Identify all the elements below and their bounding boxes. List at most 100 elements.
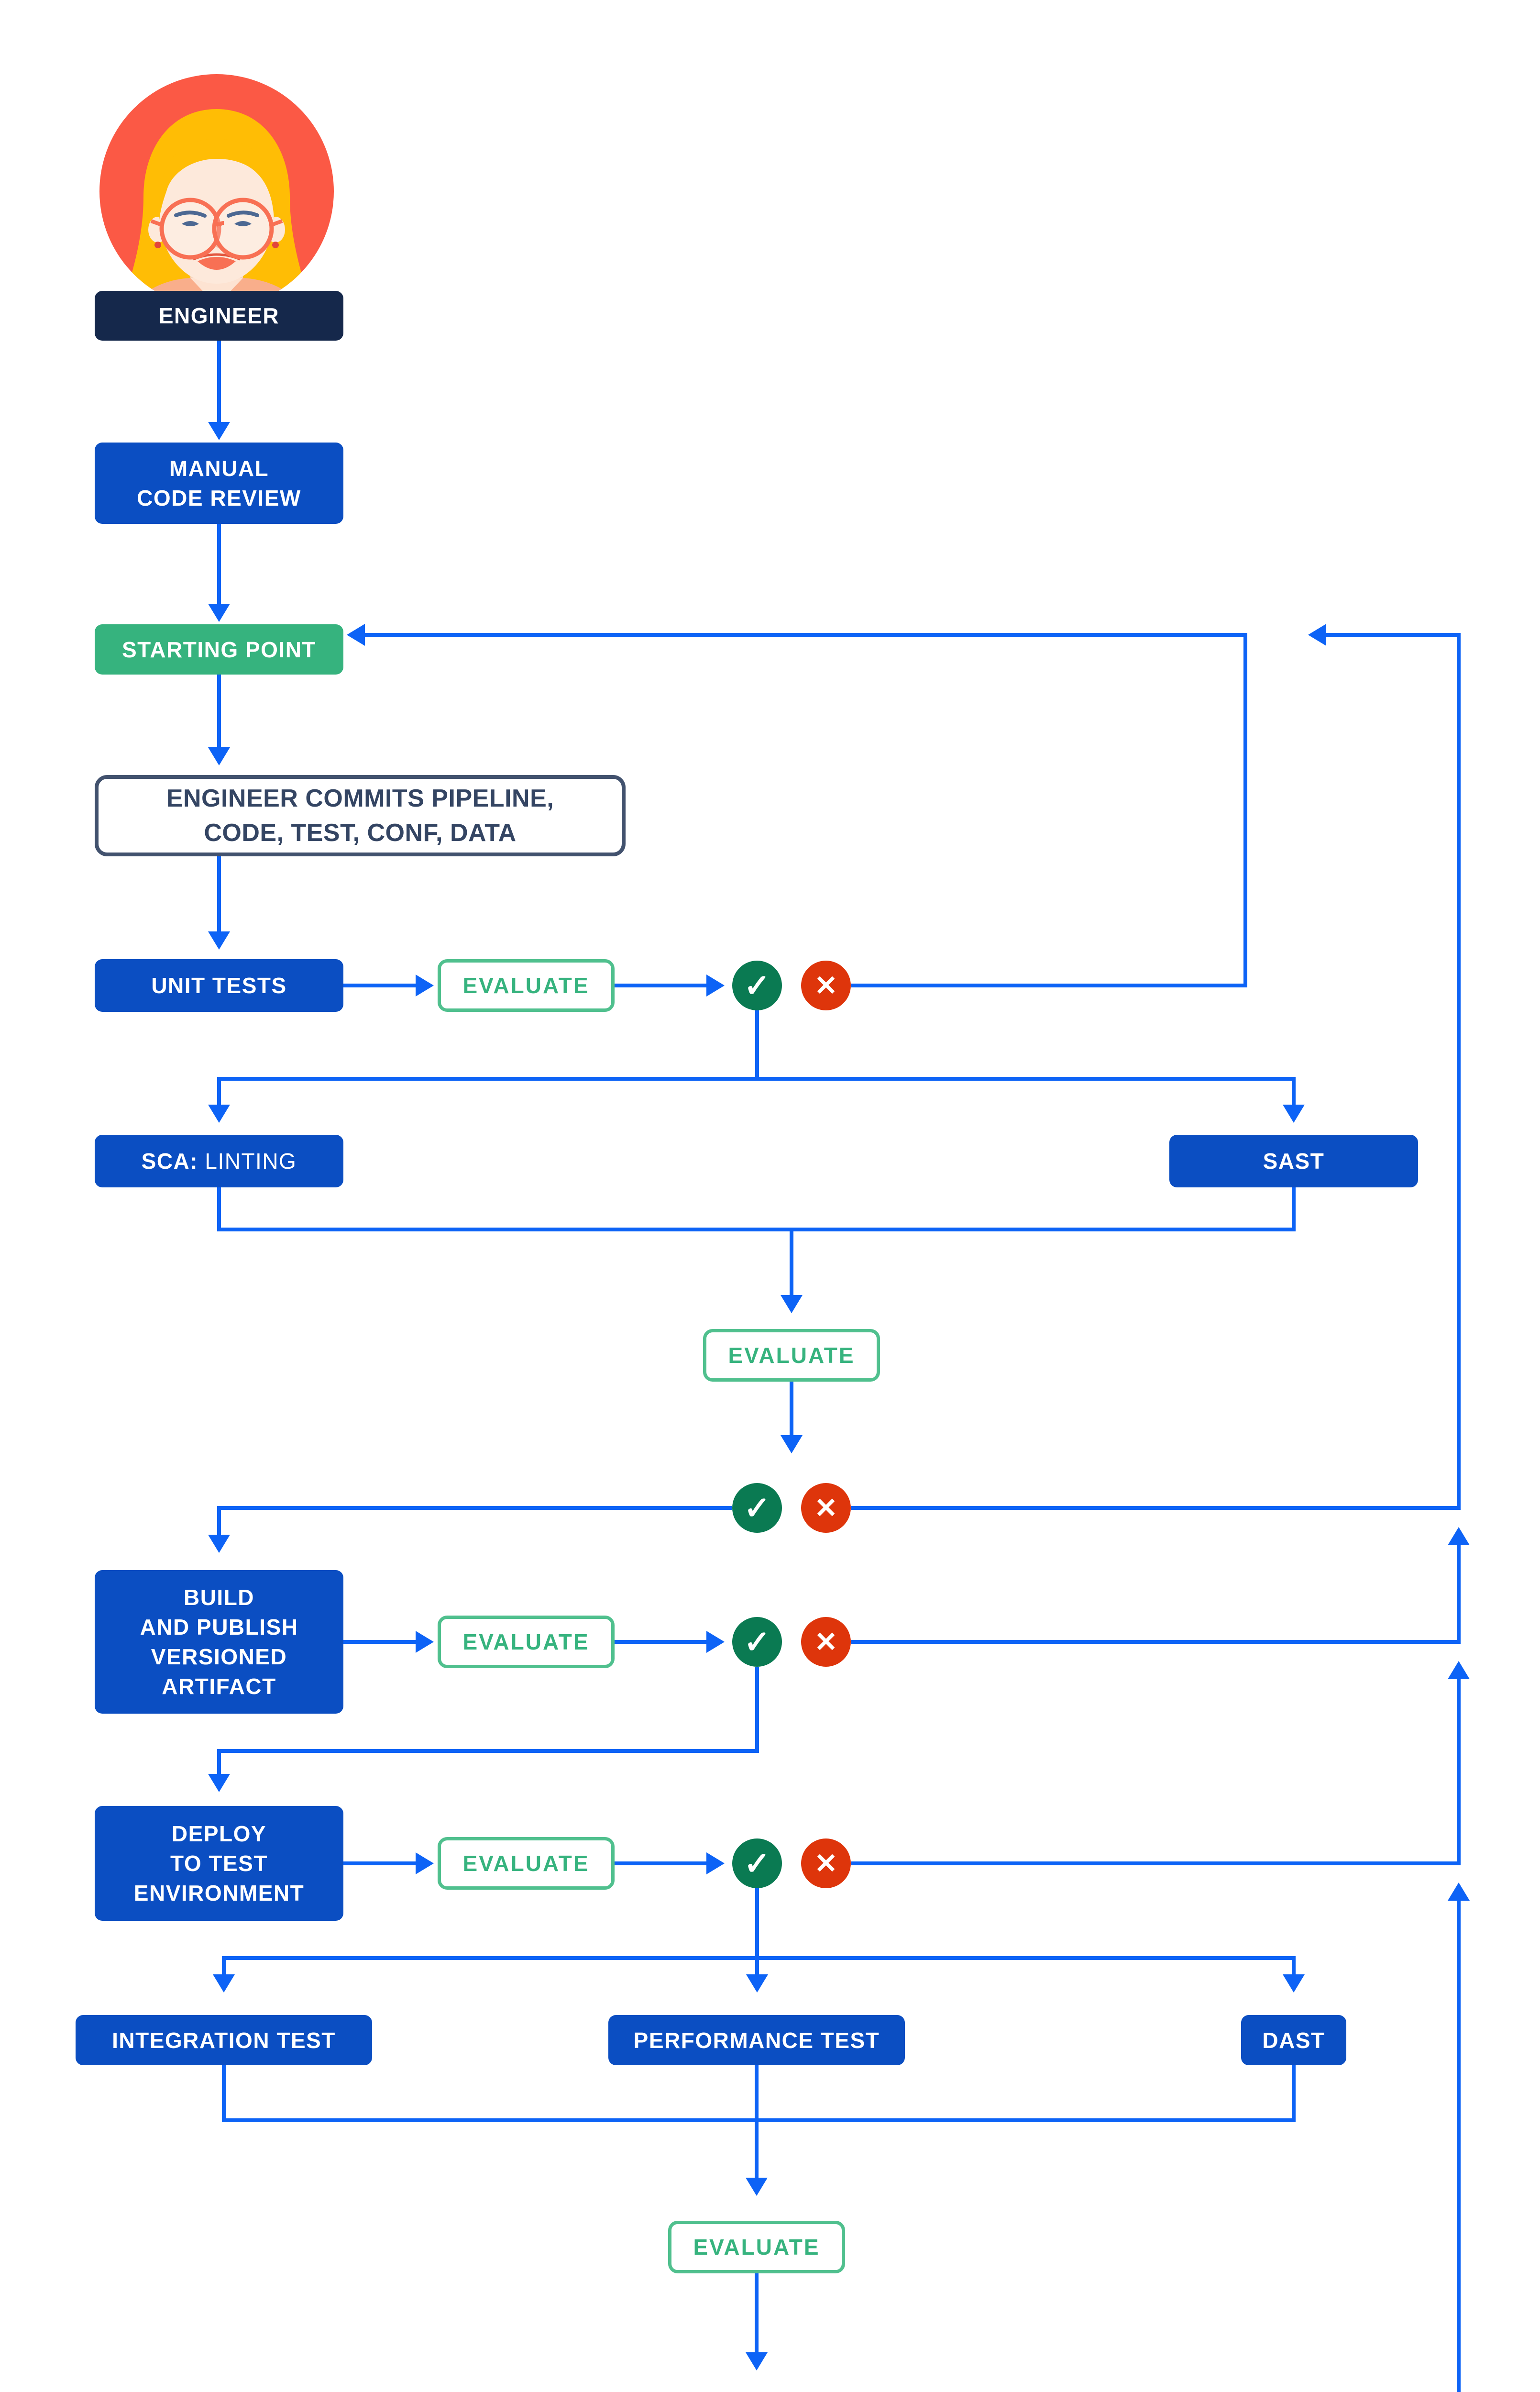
arrowhead: [208, 747, 230, 765]
avatar-lips: [198, 257, 236, 270]
fail-loop-line: [1457, 1544, 1461, 1644]
deploy-line-2: TO TEST: [170, 1851, 268, 1876]
avatar-earring-left: [154, 242, 161, 248]
arrowhead: [416, 975, 434, 997]
fail-loop-line: [1457, 633, 1461, 1510]
x-circle-icon: ✕: [801, 1483, 851, 1533]
arrowhead: [208, 1105, 230, 1123]
x-glyph: ✕: [814, 1848, 838, 1879]
fail-loop-line: [851, 1640, 1461, 1644]
flow-line: [343, 1640, 418, 1644]
flow-line: [217, 675, 221, 749]
flow-line: [615, 1861, 708, 1865]
arrowhead: [746, 2352, 768, 2370]
avatar-eye-right: [234, 221, 252, 226]
arrowhead: [208, 422, 230, 440]
arrowhead: [781, 1435, 803, 1453]
flow-line: [222, 1956, 226, 1975]
flow-line: [217, 1749, 759, 1753]
fail-loop-line: [1325, 633, 1461, 637]
node-evaluate-5: EVALUATE: [668, 2221, 845, 2273]
flow-line: [755, 1010, 759, 1081]
arrowhead: [208, 1535, 230, 1553]
node-performance-test: PERFORMANCE TEST: [608, 2015, 905, 2065]
arrowhead: [213, 1974, 235, 1993]
arrowhead: [781, 1295, 803, 1313]
flow-line: [755, 1667, 759, 1753]
flow-line: [217, 1228, 1296, 1231]
arrowhead: [208, 604, 230, 622]
node-evaluate-1: EVALUATE: [438, 959, 615, 1012]
arrowhead: [1448, 1883, 1470, 1901]
node-build-publish-artifact: BUILD AND PUBLISH VERSIONED ARTIFACT: [95, 1570, 343, 1714]
flow-line: [217, 1077, 1296, 1081]
flow-line: [217, 1506, 732, 1510]
arrowhead: [1448, 1661, 1470, 1679]
x-glyph: ✕: [814, 1493, 838, 1524]
flow-line: [1292, 2065, 1296, 2122]
arrowhead: [746, 1974, 768, 1993]
flow-line: [222, 2118, 1296, 2122]
build-line-4: ARTIFACT: [162, 1674, 276, 1699]
check-glyph: ✓: [744, 967, 770, 1003]
flow-line: [217, 341, 221, 423]
avatar-glasses-temple-left: [150, 219, 163, 227]
arrowhead: [706, 975, 725, 997]
flow-line: [755, 2065, 759, 2179]
sca-linting-label: SCA: LINTING: [142, 1146, 297, 1176]
check-glyph: ✓: [744, 1490, 770, 1526]
arrowhead: [746, 2178, 768, 2196]
manual-line-1: MANUAL: [169, 456, 269, 481]
node-sca-linting: SCA: LINTING: [95, 1135, 343, 1187]
evaluate-5-label: EVALUATE: [693, 2235, 820, 2259]
node-starting-point: STARTING POINT: [95, 624, 343, 675]
flow-line: [217, 1077, 221, 1106]
avatar-glasses-right-lens: [212, 198, 274, 260]
avatar-eye-left: [182, 221, 199, 226]
evaluate-4-label: EVALUATE: [462, 1851, 590, 1876]
node-engineer-label: ENGINEER: [158, 303, 280, 328]
check-circle-icon: ✓: [732, 1617, 782, 1667]
arrowhead: [347, 624, 365, 646]
commit-line-2: CODE, TEST, CONF, DATA: [204, 819, 517, 847]
flow-line: [343, 1861, 418, 1865]
flow-line: [790, 1382, 793, 1436]
integration-test-label: INTEGRATION TEST: [112, 2027, 336, 2053]
node-evaluate-4: EVALUATE: [438, 1837, 615, 1890]
build-line-3: VERSIONED: [151, 1644, 287, 1669]
evaluate-3-label: EVALUATE: [462, 1629, 590, 1654]
node-dast: DAST: [1241, 2015, 1346, 2065]
sast-label: SAST: [1263, 1149, 1325, 1174]
avatar-brow-left: [174, 210, 207, 218]
flow-line: [217, 1187, 221, 1231]
arrowhead: [1283, 1105, 1305, 1123]
flow-line: [217, 1506, 221, 1536]
avatar-glasses-temple-right: [271, 219, 283, 227]
flow-line: [755, 2273, 759, 2353]
evaluate-1-label: EVALUATE: [462, 973, 590, 998]
flow-line: [1292, 1956, 1296, 1975]
fail-loop-line: [851, 984, 1247, 987]
avatar-brow-right: [227, 210, 259, 218]
node-sast: SAST: [1169, 1135, 1418, 1187]
avatar-earring-right: [272, 242, 279, 248]
check-circle-icon: ✓: [732, 1483, 782, 1533]
node-evaluate-2: EVALUATE: [703, 1329, 880, 1382]
commit-line-1: ENGINEER COMMITS PIPELINE,: [166, 785, 554, 812]
arrowhead: [416, 1631, 434, 1653]
x-glyph: ✕: [814, 970, 838, 1001]
arrowhead: [416, 1852, 434, 1874]
flow-line: [217, 1749, 221, 1775]
fail-loop-line: [1457, 1900, 1461, 2392]
deploy-line-3: ENVIRONMENT: [133, 1881, 305, 1905]
node-engineer-commits: ENGINEER COMMITS PIPELINE, CODE, TEST, C…: [95, 775, 626, 856]
engineer-avatar: [99, 74, 334, 309]
arrowhead: [208, 931, 230, 950]
flow-line: [222, 2065, 226, 2122]
flow-line: [790, 1228, 793, 1296]
arrowhead: [208, 1774, 230, 1792]
check-circle-icon: ✓: [732, 1838, 782, 1888]
avatar-glasses-bridge: [214, 221, 224, 227]
sca-prefix: SCA:: [141, 1149, 198, 1174]
